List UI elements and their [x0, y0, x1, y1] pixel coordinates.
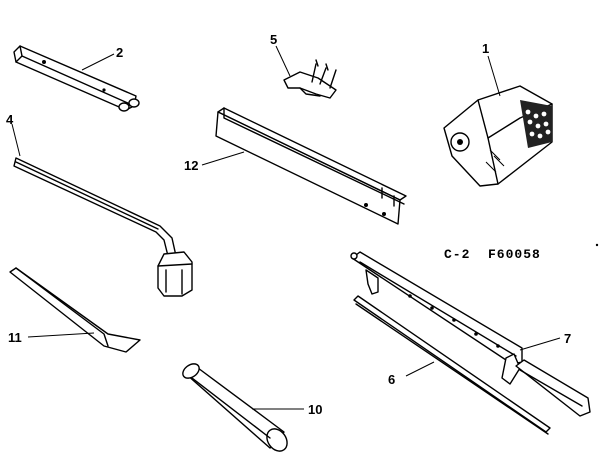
callout-10: 10	[308, 402, 322, 417]
part-5-clip	[283, 59, 337, 99]
callout-11: 11	[8, 330, 22, 345]
part-6-rod	[353, 295, 551, 435]
callout-4: 4	[6, 112, 14, 127]
leader-line-12	[201, 151, 245, 166]
callout-2: 2	[116, 45, 123, 60]
part-1-block	[443, 85, 553, 187]
callout-1: 1	[482, 41, 489, 56]
callout-7: 7	[564, 331, 571, 346]
diagram-code-label: C-2 F60058	[444, 247, 541, 262]
leader-line-4	[11, 123, 21, 157]
part-4-wrench	[13, 157, 193, 297]
leader-line-6	[405, 361, 435, 377]
part-12-bracket	[215, 107, 407, 225]
leader-line-1	[487, 55, 501, 97]
leader-line-7	[519, 337, 561, 351]
part-2-channel-bar	[13, 45, 140, 112]
corner-mark	[595, 243, 599, 247]
leader-line-2	[81, 53, 115, 71]
leader-line-5	[275, 45, 291, 77]
callout-12: 12	[184, 158, 198, 173]
part-7-handle-assembly	[350, 251, 591, 417]
part-10-cylinder	[182, 363, 288, 452]
callout-5: 5	[270, 32, 277, 47]
leader-line-11	[27, 332, 95, 338]
part-11-blade	[9, 267, 141, 353]
callout-6: 6	[388, 372, 395, 387]
